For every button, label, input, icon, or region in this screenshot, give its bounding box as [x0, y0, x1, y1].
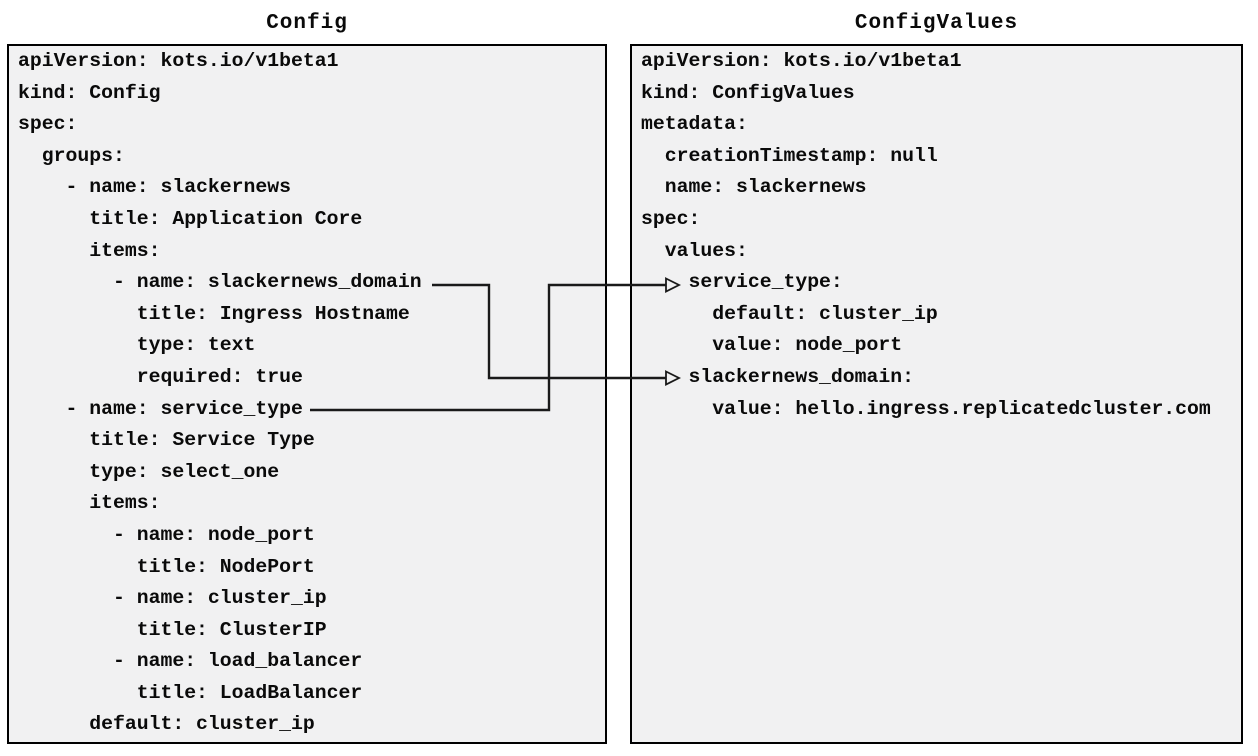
yaml-line: type: text [18, 334, 256, 357]
yaml-line: title: NodePort [18, 555, 315, 578]
yaml-line: title: Ingress Hostname [18, 302, 410, 325]
yaml-line: spec: [641, 207, 701, 230]
configvalues-panel: apiVersion: kots.io/v1beta1 kind: Config… [630, 44, 1243, 744]
yaml-line: apiVersion: kots.io/v1beta1 [18, 50, 339, 72]
yaml-line: default: cluster_ip [18, 713, 315, 736]
yaml-line: value: node_port [641, 334, 903, 357]
yaml-line: name: slackernews [641, 176, 867, 199]
yaml-line: spec: [18, 113, 78, 136]
config-yaml-code: apiVersion: kots.io/v1beta1 kind: Config… [9, 46, 605, 741]
yaml-line: items: [18, 239, 161, 262]
yaml-line: kind: Config [18, 81, 161, 104]
yaml-line: apiVersion: kots.io/v1beta1 [641, 50, 962, 72]
yaml-line: groups: [18, 144, 125, 167]
yaml-line: - name: slackernews [18, 176, 292, 199]
yaml-line-service-type-target: service_type: [641, 271, 843, 294]
config-panel-title: Config [266, 12, 348, 35]
yaml-line: metadata: [641, 113, 748, 136]
yaml-line: - name: cluster_ip [18, 587, 327, 610]
yaml-line: - name: node_port [18, 523, 315, 546]
yaml-line-slackernews-domain-target: slackernews_domain: [641, 365, 915, 388]
configvalues-yaml-code: apiVersion: kots.io/v1beta1 kind: Config… [632, 46, 1241, 425]
yaml-line: title: Service Type [18, 429, 315, 452]
yaml-line: items: [18, 492, 161, 515]
yaml-line: default: cluster_ip [641, 302, 938, 325]
yaml-line: type: select_one [18, 460, 280, 483]
yaml-line: title: ClusterIP [18, 618, 327, 641]
yaml-line-service-type: - name: service_type [18, 397, 303, 420]
yaml-line-slackernews-domain: - name: slackernews_domain [18, 271, 422, 294]
config-panel: apiVersion: kots.io/v1beta1 kind: Config… [7, 44, 607, 744]
yaml-line: values: [641, 239, 748, 262]
yaml-line: title: LoadBalancer [18, 681, 363, 704]
configvalues-panel-title: ConfigValues [854, 12, 1019, 35]
yaml-line: kind: ConfigValues [641, 81, 855, 104]
yaml-line: - name: load_balancer [18, 650, 363, 673]
yaml-line: creationTimestamp: null [641, 144, 938, 167]
yaml-line: value: hello.ingress.replicatedcluster.c… [641, 397, 1211, 420]
yaml-line: required: true [18, 365, 303, 388]
yaml-line: title: Application Core [18, 207, 363, 230]
